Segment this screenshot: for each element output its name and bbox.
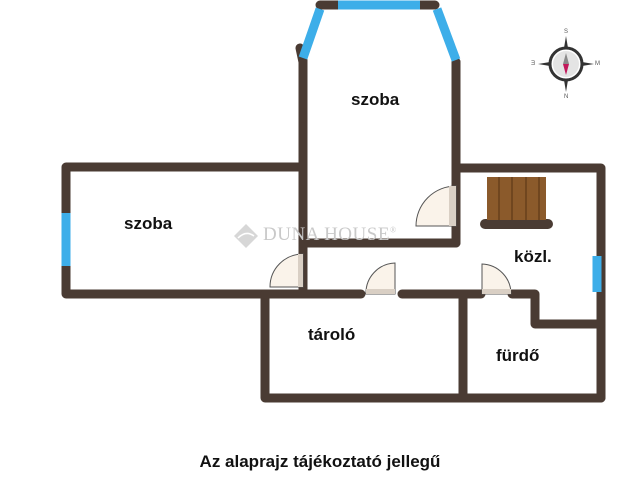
compass-letter-bottom: N [564,94,569,100]
room-label-left-szoba: szoba [124,214,173,233]
stairs [487,177,546,220]
watermark-text: DUNA HOUSE® [233,224,397,246]
compass-letter-left: Ǝ [531,61,536,67]
disclaimer-caption: Az alaprajz tájékoztató jellegű [199,452,441,471]
compass-icon [538,36,594,92]
windows [61,0,602,292]
window-top-left [298,7,325,60]
room-label-bathroom: fürdő [496,346,540,365]
window-top-right [432,7,461,62]
top-room-walls [298,0,461,123]
watermark-logo-icon [234,224,258,248]
room-label-hallway: közl. [514,247,552,266]
walls [61,43,606,403]
compass-letter-right: M [595,61,600,67]
room-label-storage: tároló [308,325,356,344]
watermark-registered: ® [389,225,397,235]
door-top-room [415,185,457,227]
compass-letter-top: S [564,29,569,35]
door-storage [365,262,396,295]
door-left-room [269,253,304,288]
room-label-top-szoba: szoba [351,90,400,109]
watermark-brand: DUNA HOUSE [263,224,390,245]
doors [269,185,512,295]
